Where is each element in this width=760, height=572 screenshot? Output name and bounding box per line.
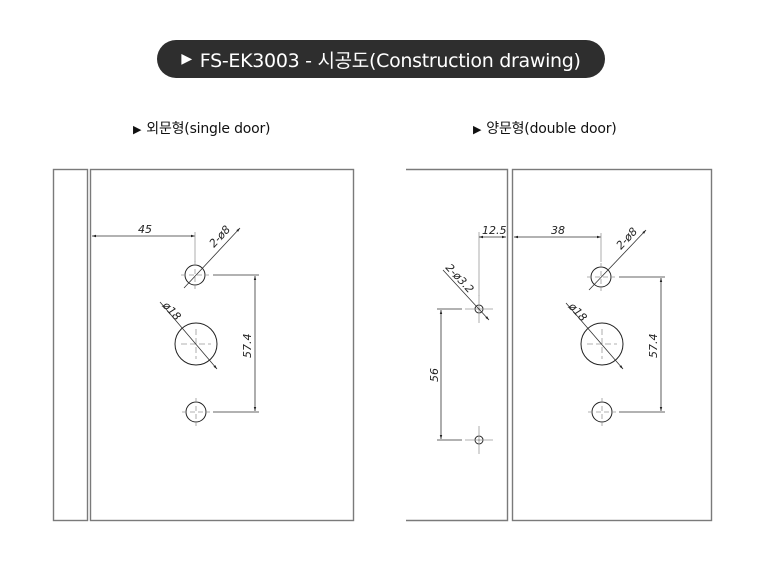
section-label-text: 양문형(double door) xyxy=(486,121,617,137)
dim-large-hole: ø18 xyxy=(159,298,183,323)
right-door-panel xyxy=(511,168,713,522)
play-triangle-icon: ▶ xyxy=(473,123,482,136)
play-triangle-icon: ▶ xyxy=(133,123,142,136)
dim-hole-spacing: 57.4 xyxy=(647,334,660,359)
page-title: FS-EK3003 - 시공도(Construction drawing) xyxy=(199,49,581,72)
left-door-panel xyxy=(406,168,509,522)
dim-screw-spacing: 56 xyxy=(428,368,441,382)
dim-screw-holes: 2-ø3.2 xyxy=(443,261,477,296)
title-banner: ▶ FS-EK3003 - 시공도(Construction drawing) xyxy=(157,40,605,78)
section-label-double-door: ▶ 양문형(double door) xyxy=(473,118,617,138)
dim-hole-spacing: 57.4 xyxy=(241,334,254,359)
section-label-text: 외문형(single door) xyxy=(146,121,271,137)
dim-left-edge-offset: 12.5 xyxy=(482,224,507,237)
large-hole xyxy=(580,322,624,366)
dim-small-holes: 2-ø8 xyxy=(207,223,233,250)
double-door-drawing: 12.5 38 2-ø3.2 56 2-ø8 ø18 xyxy=(406,168,713,522)
door-frame-jamb xyxy=(52,168,89,522)
dim-edge-to-center: 45 xyxy=(138,223,152,236)
dim-small-holes: 2-ø8 xyxy=(614,225,640,252)
single-door-drawing: 45 2-ø8 ø18 57.4 xyxy=(52,168,355,522)
dim-edge-to-center: 38 xyxy=(551,224,565,237)
dim-large-hole: ø18 xyxy=(565,299,589,324)
door-panel xyxy=(89,168,355,522)
large-hole xyxy=(174,322,218,366)
section-label-single-door: ▶ 외문형(single door) xyxy=(133,118,271,138)
play-triangle-icon: ▶ xyxy=(181,51,192,67)
